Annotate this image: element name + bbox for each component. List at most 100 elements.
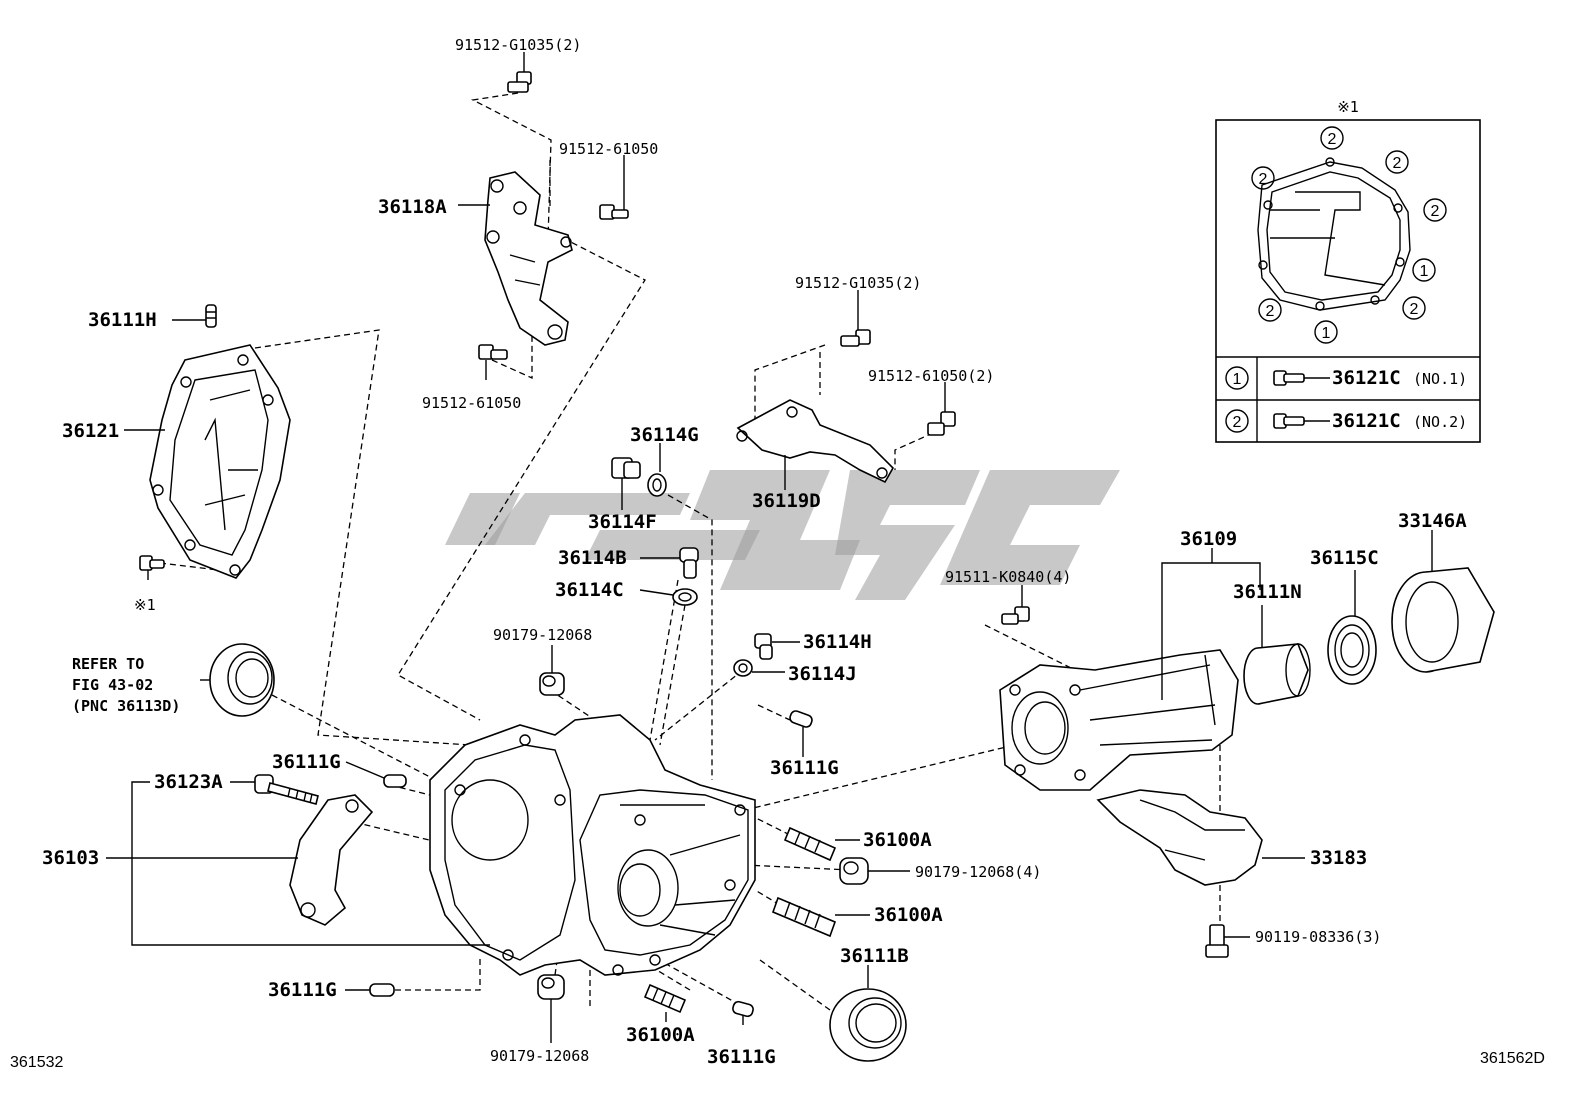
- pin-36111g-b[interactable]: [789, 710, 814, 729]
- cover-36121[interactable]: [149, 344, 291, 579]
- pin-36111g-c[interactable]: [369, 983, 395, 997]
- bearing-36115c[interactable]: [1327, 615, 1377, 685]
- plug-36114h[interactable]: [754, 633, 773, 660]
- label-bush-36111n[interactable]: 36111N: [1233, 581, 1302, 603]
- protector-33183[interactable]: [1096, 789, 1263, 886]
- bolt-bracket-lower[interactable]: [478, 344, 508, 360]
- inset-row-1-note: (NO.1): [1413, 370, 1467, 388]
- label-plug-36111h[interactable]: 36111H: [88, 309, 157, 331]
- extension-housing-36109[interactable]: [999, 649, 1239, 791]
- label-housing-36109[interactable]: 36109: [1180, 528, 1237, 550]
- callout-2: 2: [1393, 155, 1402, 172]
- label-pin-36111g-a[interactable]: 36111G: [272, 751, 341, 773]
- inset-row-2-part: 36121C: [1332, 410, 1401, 432]
- transfer-case[interactable]: [429, 714, 756, 976]
- bracket-36119d[interactable]: [736, 399, 894, 484]
- label-sleeve-33146a[interactable]: 33146A: [1398, 510, 1467, 532]
- label-bolt-36123a[interactable]: 36123A: [154, 771, 223, 793]
- plug-36111h[interactable]: [205, 304, 217, 328]
- inset-callouts: 2 2 2 2 1 2 2 1: [1251, 126, 1447, 344]
- part-labels: 91512-G1035(2) 91512-61050 36118A 91512-…: [10, 36, 1545, 1071]
- label-gasket-36114g[interactable]: 36114G: [630, 424, 699, 446]
- bolt-ref-mark[interactable]: [139, 555, 165, 571]
- label-refer-pnc[interactable]: (PNC 36113D): [72, 697, 180, 715]
- plug-36114b[interactable]: [679, 547, 699, 579]
- label-gasket-36114c[interactable]: 36114C: [555, 579, 624, 601]
- bolt-bracket-upper[interactable]: [599, 204, 629, 220]
- label-seal-36111b[interactable]: 36111B: [840, 945, 909, 967]
- bolt-90119[interactable]: [1205, 924, 1229, 958]
- label-pin-36111g-c[interactable]: 36111G: [268, 979, 337, 1001]
- label-stud-36100a-b[interactable]: 36100A: [874, 904, 943, 926]
- inset-row-1-part: 36121C: [1332, 367, 1401, 389]
- label-refer-to[interactable]: REFER TO: [72, 655, 144, 673]
- inset-gasket: [1257, 157, 1411, 311]
- nut-90179-top[interactable]: [539, 672, 565, 696]
- plug-36114f[interactable]: [611, 457, 641, 479]
- leader-lines: [106, 52, 1433, 1043]
- nut-90179-4[interactable]: [839, 857, 869, 885]
- label-plug-36114f[interactable]: 36114F: [588, 511, 657, 533]
- cap-36103[interactable]: [289, 794, 374, 926]
- label-cap-36103[interactable]: 36103: [42, 847, 99, 869]
- gasket-36114g[interactable]: [647, 473, 667, 497]
- label-bolt-mid-lower[interactable]: 91512-61050(2): [868, 367, 994, 385]
- oil-seal-ref[interactable]: [209, 643, 275, 717]
- label-stud-36100a-c[interactable]: 36100A: [626, 1024, 695, 1046]
- label-gasket-36114j[interactable]: 36114J: [788, 663, 857, 685]
- callout-2: 2: [1259, 171, 1268, 188]
- label-bracket-36119d[interactable]: 36119D: [752, 490, 821, 512]
- stud-36100a-a[interactable]: [783, 826, 837, 862]
- label-pin-36111g-d[interactable]: 36111G: [707, 1046, 776, 1068]
- callout-2: 2: [1328, 131, 1337, 148]
- bolt-mid-upper[interactable]: [840, 329, 871, 347]
- inset-row-1-num: 1: [1233, 371, 1242, 388]
- pin-36111g-d[interactable]: [732, 1000, 754, 1018]
- inset-panel: 2 2 2 2 1 2 2 1 ※1 1 2 36121C (NO.1) 361…: [1215, 98, 1481, 443]
- label-plug-36114h[interactable]: 36114H: [803, 631, 872, 653]
- label-bearing-36115c[interactable]: 36115C: [1310, 547, 1379, 569]
- gasket-36114j[interactable]: [733, 659, 753, 677]
- label-bolt-90119[interactable]: 90119-08336(3): [1255, 928, 1381, 946]
- stud-36100a-c[interactable]: [643, 983, 687, 1014]
- bolt-top[interactable]: [507, 71, 532, 93]
- label-nut-90179-4[interactable]: 90179-12068(4): [915, 863, 1041, 881]
- label-stud-90179-top[interactable]: 90179-12068: [493, 626, 592, 644]
- pin-36111g-a[interactable]: [383, 774, 407, 788]
- callout-2: 2: [1410, 301, 1419, 318]
- label-bolt-bracket-upper[interactable]: 91512-61050: [559, 140, 658, 158]
- label-bracket-36118a[interactable]: 36118A: [378, 196, 447, 218]
- callout-1: 1: [1420, 263, 1429, 280]
- bolt-36123a[interactable]: [254, 774, 319, 805]
- label-nut-90179-bottom[interactable]: 90179-12068: [490, 1047, 589, 1065]
- label-bolt-mid-upper[interactable]: 91512-G1035(2): [795, 274, 921, 292]
- label-ref-mark: ※1: [134, 596, 156, 614]
- callout-2: 2: [1431, 203, 1440, 220]
- label-bolt-bracket-lower[interactable]: 91512-61050: [422, 394, 521, 412]
- label-bolt-91511[interactable]: 91511-K0840(4): [945, 568, 1071, 586]
- sleeve-33146a[interactable]: [1391, 567, 1495, 673]
- inset-row-2-note: (NO.2): [1413, 413, 1467, 431]
- label-refer-fig[interactable]: FIG 43-02: [72, 676, 153, 694]
- label-bolt-top[interactable]: 91512-G1035(2): [455, 36, 581, 54]
- bolt-91511[interactable]: [1001, 606, 1030, 625]
- label-plug-36114b[interactable]: 36114B: [558, 547, 627, 569]
- gasket-36114c[interactable]: [672, 588, 698, 606]
- label-pin-36111g-b[interactable]: 36111G: [770, 757, 839, 779]
- callout-1: 1: [1322, 325, 1331, 342]
- bolt-mid-lower[interactable]: [927, 411, 956, 436]
- inset-title: ※1: [1337, 98, 1359, 116]
- nut-90179-bottom[interactable]: [537, 974, 565, 1000]
- label-cover-36121[interactable]: 36121: [62, 420, 119, 442]
- inset-bolt-1: [1273, 370, 1330, 386]
- seal-36111b[interactable]: [829, 988, 907, 1062]
- inset-row-2-num: 2: [1233, 414, 1242, 431]
- figure-number-left: 361532: [10, 1054, 63, 1071]
- bracket-36118a[interactable]: [484, 171, 573, 346]
- label-protector-33183[interactable]: 33183: [1310, 847, 1367, 869]
- label-stud-36100a-a[interactable]: 36100A: [863, 829, 932, 851]
- inset-bolt-2: [1273, 413, 1330, 429]
- stud-36100a-b[interactable]: [771, 896, 837, 938]
- bush-36111n[interactable]: [1243, 643, 1311, 705]
